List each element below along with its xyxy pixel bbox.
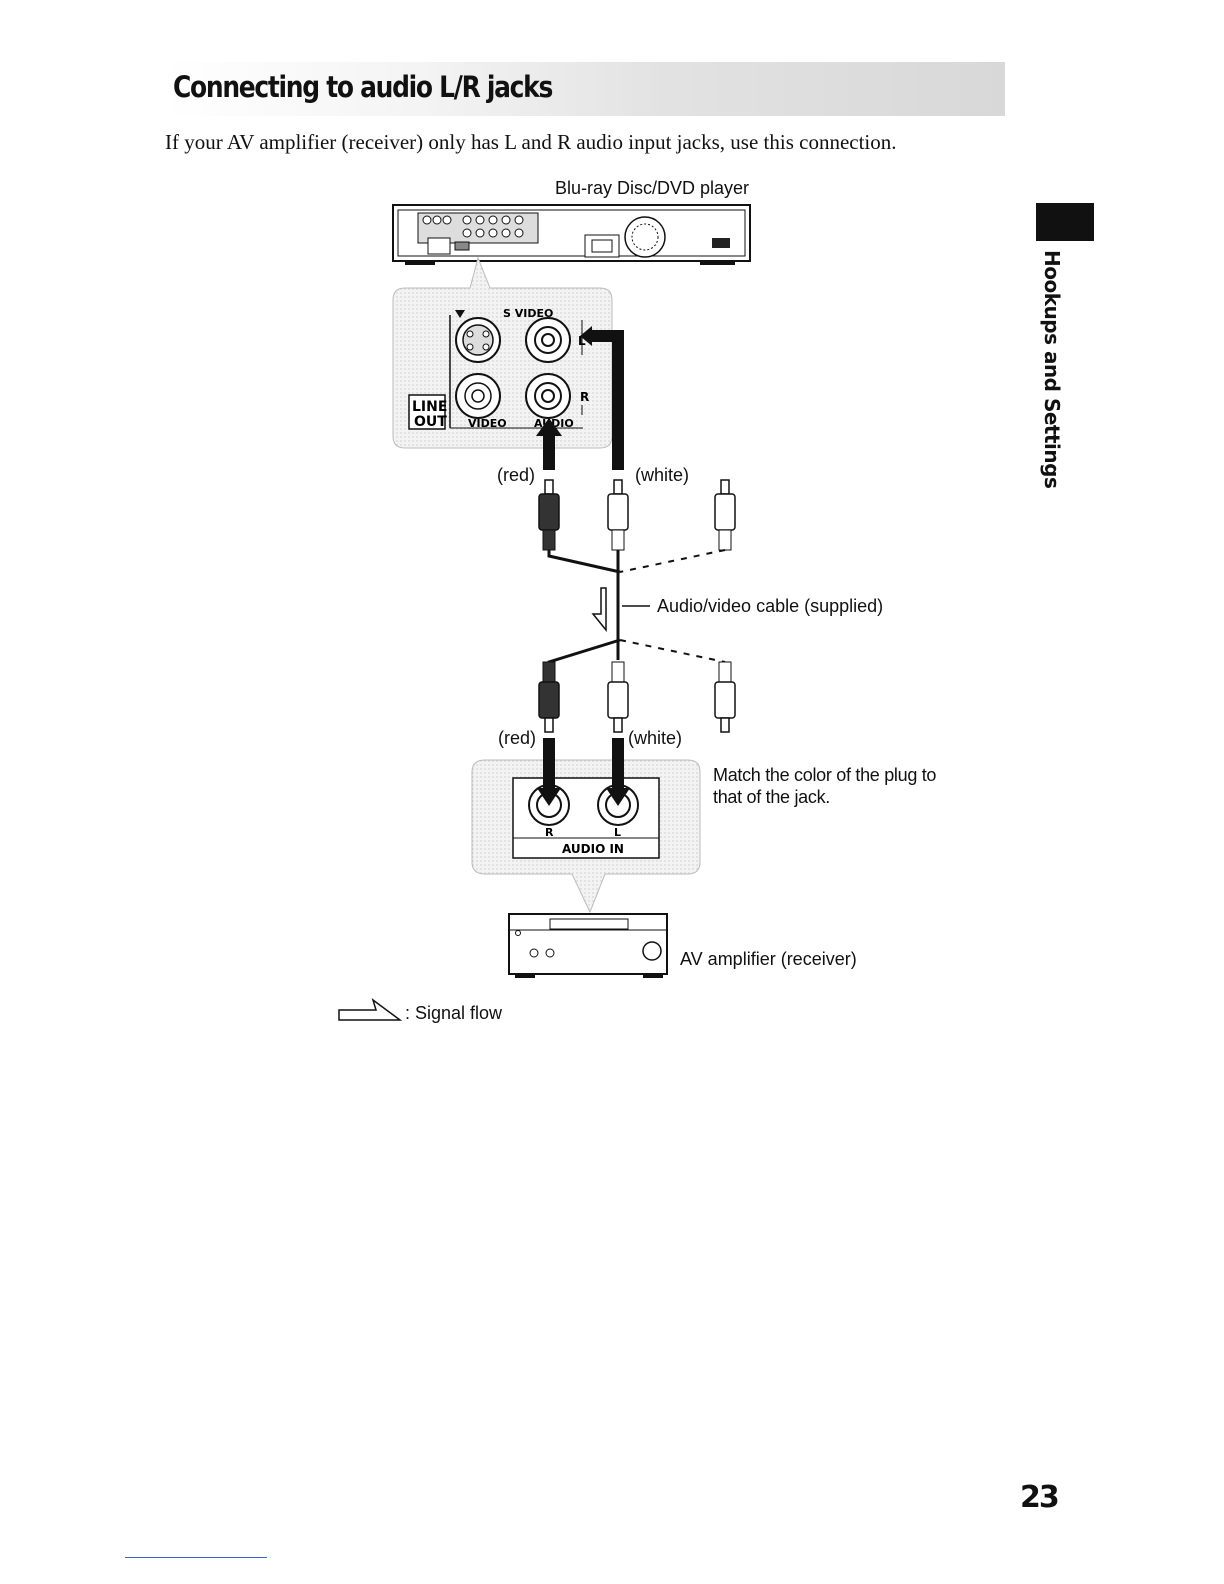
- amp-label: AV amplifier (receiver): [680, 949, 857, 969]
- signal-flow-legend: : Signal flow: [405, 1003, 503, 1023]
- signal-arrow-red-top: [536, 418, 562, 470]
- side-tab-marker: [1036, 203, 1094, 241]
- player-jack-callout: S VIDEO L R LINE OUT VIDEO AUDIO: [392, 256, 613, 449]
- plug-video-bottom: [714, 661, 736, 733]
- signal-flow-legend-icon: [338, 998, 403, 1021]
- out-label: OUT: [414, 414, 447, 430]
- amp-r-label: R: [545, 826, 554, 839]
- signal-arrow-white-bottom: [606, 738, 630, 806]
- signal-direction-arrow: [591, 587, 607, 633]
- amp-jack-callout: R L AUDIO IN: [471, 759, 701, 914]
- footer-rule: [125, 1557, 267, 1558]
- section-title-bar: [165, 62, 1005, 116]
- plug-white-bottom: [607, 661, 629, 733]
- plug-red-top: [538, 479, 560, 551]
- jack-r-label: R: [580, 390, 589, 404]
- av-amplifier-illustration: [508, 913, 668, 978]
- audio-in-label: AUDIO IN: [562, 842, 624, 856]
- s-video-label: S VIDEO: [503, 307, 553, 320]
- red-top-label: (red): [497, 465, 536, 485]
- video-label: VIDEO: [468, 417, 507, 430]
- page-number: 23: [1020, 1480, 1060, 1515]
- signal-arrow-white-top: [580, 326, 624, 470]
- signal-arrow-red-bottom: [537, 738, 561, 806]
- match-color-note: Match the color of the plug to that of t…: [713, 765, 937, 807]
- cable-label: Audio/video cable (supplied): [657, 596, 884, 616]
- audio-video-cable: [547, 549, 726, 668]
- white-bottom-label: (white): [628, 728, 683, 748]
- section-title: Connecting to audio L/R jacks: [173, 70, 553, 104]
- player-label: Blu-ray Disc/DVD player: [555, 178, 750, 198]
- intro-paragraph: If your AV amplifier (receiver) only has…: [165, 130, 897, 154]
- red-bottom-label: (red): [498, 728, 537, 748]
- line-label: LINE: [412, 399, 447, 415]
- bluray-player-illustration: [392, 204, 751, 265]
- plug-white-top: [607, 479, 629, 551]
- plug-red-bottom: [538, 661, 560, 733]
- white-top-label: (white): [635, 465, 690, 485]
- plug-video-top: [714, 479, 736, 551]
- amp-l-label: L: [614, 826, 621, 839]
